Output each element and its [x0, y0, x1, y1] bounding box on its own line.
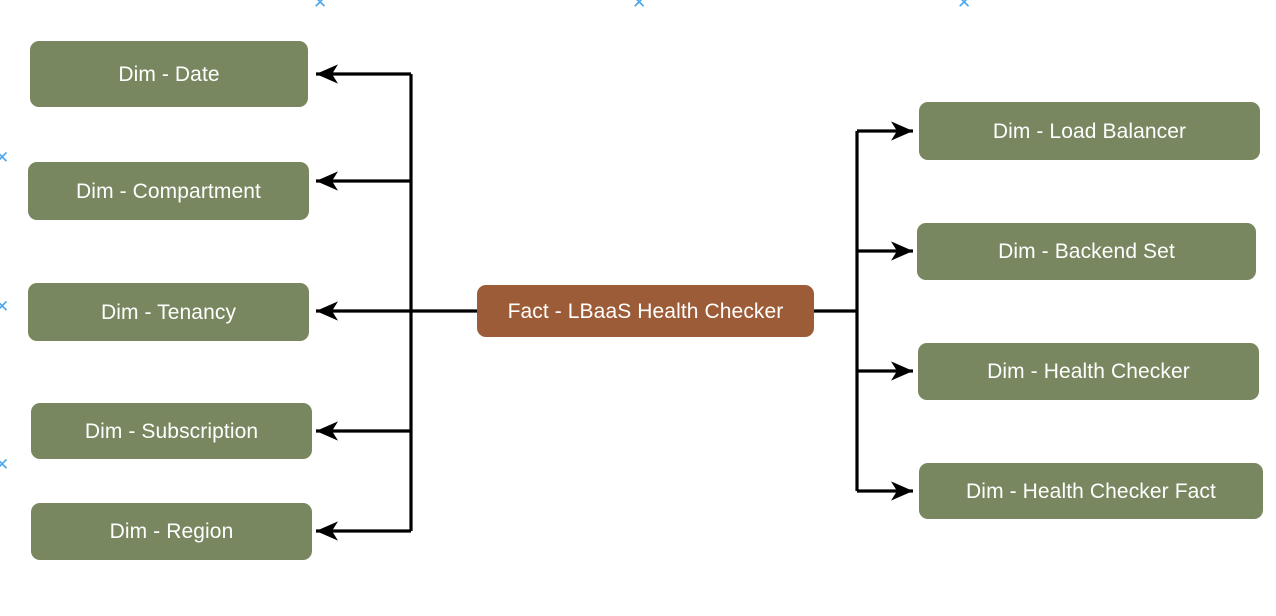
right-edge-group	[814, 121, 913, 501]
node-dim-compartment[interactable]: Dim - Compartment	[28, 162, 309, 220]
node-label: Dim - Health Checker Fact	[966, 479, 1216, 503]
node-dim-tenancy[interactable]: Dim - Tenancy	[28, 283, 309, 341]
node-label: Dim - Date	[118, 62, 220, 86]
node-label: Dim - Subscription	[84, 419, 259, 443]
node-label: Dim - Region	[109, 520, 234, 543]
node-label: Dim - Backend Set	[998, 240, 1175, 263]
node-dim-backend-set[interactable]: Dim - Backend Set	[917, 223, 1256, 280]
node-label: Dim - Compartment	[76, 179, 261, 203]
resize-handle-left-2-icon[interactable]: ✕	[0, 297, 10, 316]
resize-handle-top-2-icon[interactable]: ✕	[632, 0, 647, 12]
node-dim-subscription[interactable]: Dim - Subscription	[31, 403, 312, 459]
resize-handle-top-3-icon[interactable]: ✕	[957, 0, 972, 12]
resize-handle-left-1-icon[interactable]: ✕	[0, 148, 10, 167]
node-dim-region[interactable]: Dim - Region	[31, 503, 312, 560]
resize-handle-top-1-icon[interactable]: ✕	[313, 0, 328, 12]
node-dim-health-checker-fact[interactable]: Dim - Health Checker Fact	[919, 463, 1263, 519]
node-dim-health-checker[interactable]: Dim - Health Checker	[918, 343, 1259, 400]
resize-handle-left-3-icon[interactable]: ✕	[0, 455, 10, 474]
node-label: Dim - Load Balancer	[992, 119, 1187, 143]
node-dim-load-balancer[interactable]: Dim - Load Balancer	[919, 102, 1260, 160]
node-label: Dim - Tenancy	[100, 300, 237, 324]
node-label: Dim - Health Checker	[987, 360, 1190, 383]
node-dim-date[interactable]: Dim - Date	[30, 41, 308, 107]
node-label: Fact - LBaaS Health Checker	[507, 299, 784, 323]
left-edge-group	[316, 64, 477, 541]
node-fact-lbaas-health-checker[interactable]: Fact - LBaaS Health Checker	[477, 285, 814, 337]
